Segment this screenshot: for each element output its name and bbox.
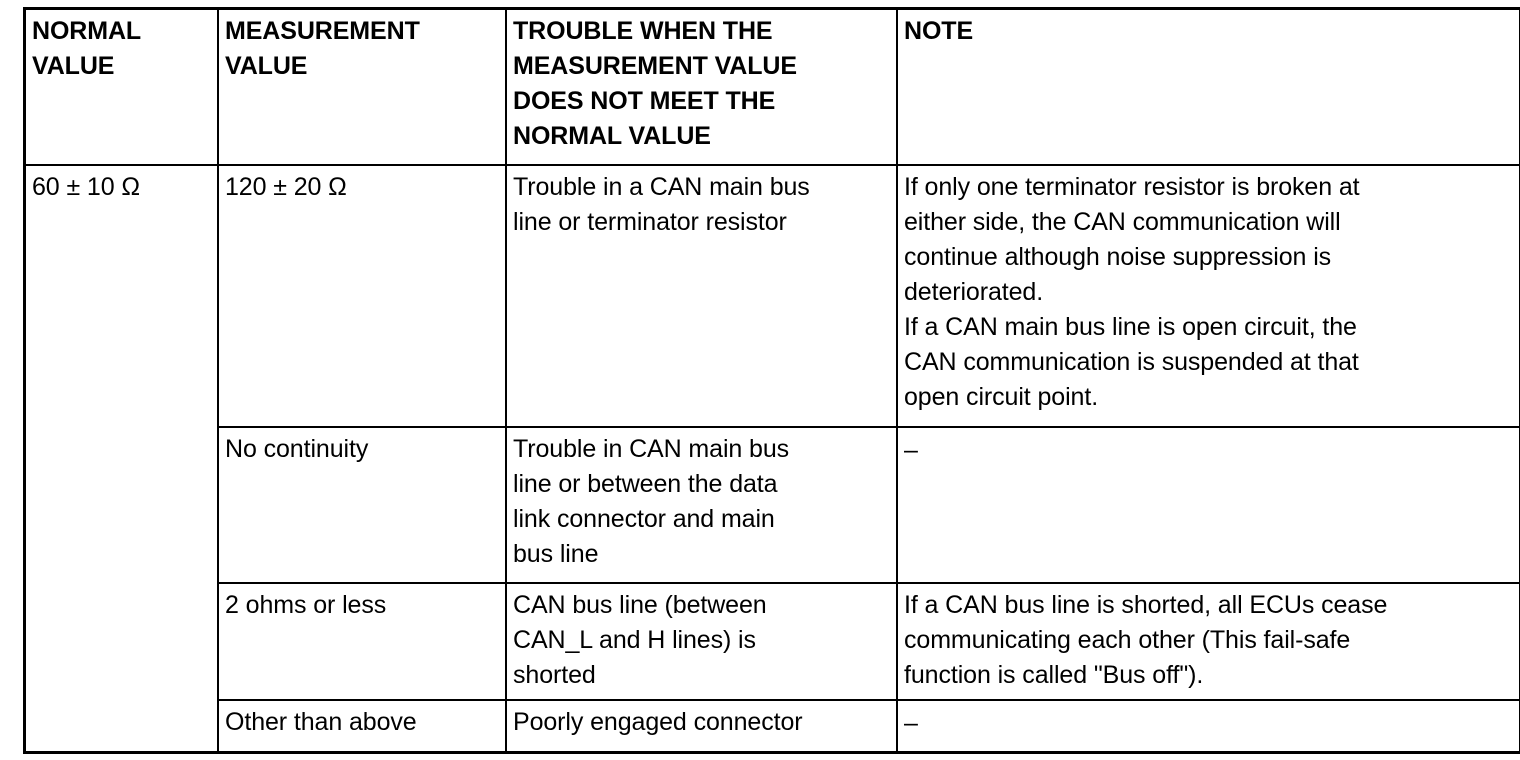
header-row: NORMAL VALUE MEASUREMENT VALUE TROUBLE W… [23, 7, 1520, 166]
cell-normal-value: 60 ± 10 Ω [23, 163, 219, 754]
header-measurement-value: MEASUREMENT VALUE [217, 7, 507, 166]
can-diagnosis-table: NORMAL VALUE MEASUREMENT VALUE TROUBLE W… [23, 7, 1520, 754]
note-text: If a CAN bus line is shorted, all ECUs c… [904, 590, 1388, 689]
trouble-text: Trouble in CAN main bus line or between … [513, 434, 790, 568]
cell-note: – [896, 425, 1520, 584]
cell-measurement-value: Other than above [217, 698, 507, 754]
table-row: No continuity Trouble in CAN main bus li… [25, 425, 1520, 584]
table-header: NORMAL VALUE MEASUREMENT VALUE TROUBLE W… [23, 7, 1520, 166]
header-normal-value-text: NORMAL VALUE [32, 17, 142, 80]
measurement-value-text: 2 ohms or less [225, 590, 387, 619]
note-dash: – [904, 708, 918, 737]
measurement-value-text: 120 ± 20 Ω [225, 172, 347, 201]
measurement-value-text: No continuity [225, 434, 369, 463]
cell-note: If only one terminator resistor is broke… [896, 163, 1520, 428]
table-row: Other than above Poorly engaged connecto… [25, 698, 1520, 754]
trouble-text: Trouble in a CAN main bus line or termin… [513, 172, 810, 236]
cell-measurement-value: 120 ± 20 Ω [217, 163, 507, 428]
cell-note: If a CAN bus line is shorted, all ECUs c… [896, 581, 1520, 701]
cell-measurement-value: No continuity [217, 425, 507, 584]
cell-trouble: Trouble in CAN main bus line or between … [505, 425, 898, 584]
header-trouble: TROUBLE WHEN THE MEASUREMENT VALUE DOES … [505, 7, 898, 166]
cell-trouble: Poorly engaged connector [505, 698, 898, 754]
header-note: NOTE [896, 7, 1520, 166]
measurement-value-text: Other than above [225, 707, 417, 736]
cell-measurement-value: 2 ohms or less [217, 581, 507, 701]
table-row: 60 ± 10 Ω 120 ± 20 Ω Trouble in a CAN ma… [23, 163, 1520, 754]
trouble-text: CAN bus line (between CAN_L and H lines)… [513, 590, 767, 689]
header-normal-value: NORMAL VALUE [23, 7, 219, 166]
table-body: 60 ± 10 Ω 120 ± 20 Ω Trouble in a CAN ma… [23, 163, 1520, 754]
note-dash: – [904, 435, 918, 464]
table-row: 2 ohms or less CAN bus line (between CAN… [25, 581, 1520, 701]
note-text: If only one terminator resistor is broke… [904, 172, 1360, 411]
header-trouble-text: TROUBLE WHEN THE MEASUREMENT VALUE DOES … [513, 17, 797, 150]
cell-trouble: CAN bus line (between CAN_L and H lines)… [505, 581, 898, 701]
normal-value-text: 60 ± 10 Ω [32, 172, 140, 201]
trouble-text: Poorly engaged connector [513, 707, 803, 736]
cell-trouble: Trouble in a CAN main bus line or termin… [505, 163, 898, 428]
cell-note: – [896, 698, 1520, 754]
header-measurement-value-text: MEASUREMENT VALUE [225, 17, 420, 80]
header-note-text: NOTE [904, 17, 974, 45]
